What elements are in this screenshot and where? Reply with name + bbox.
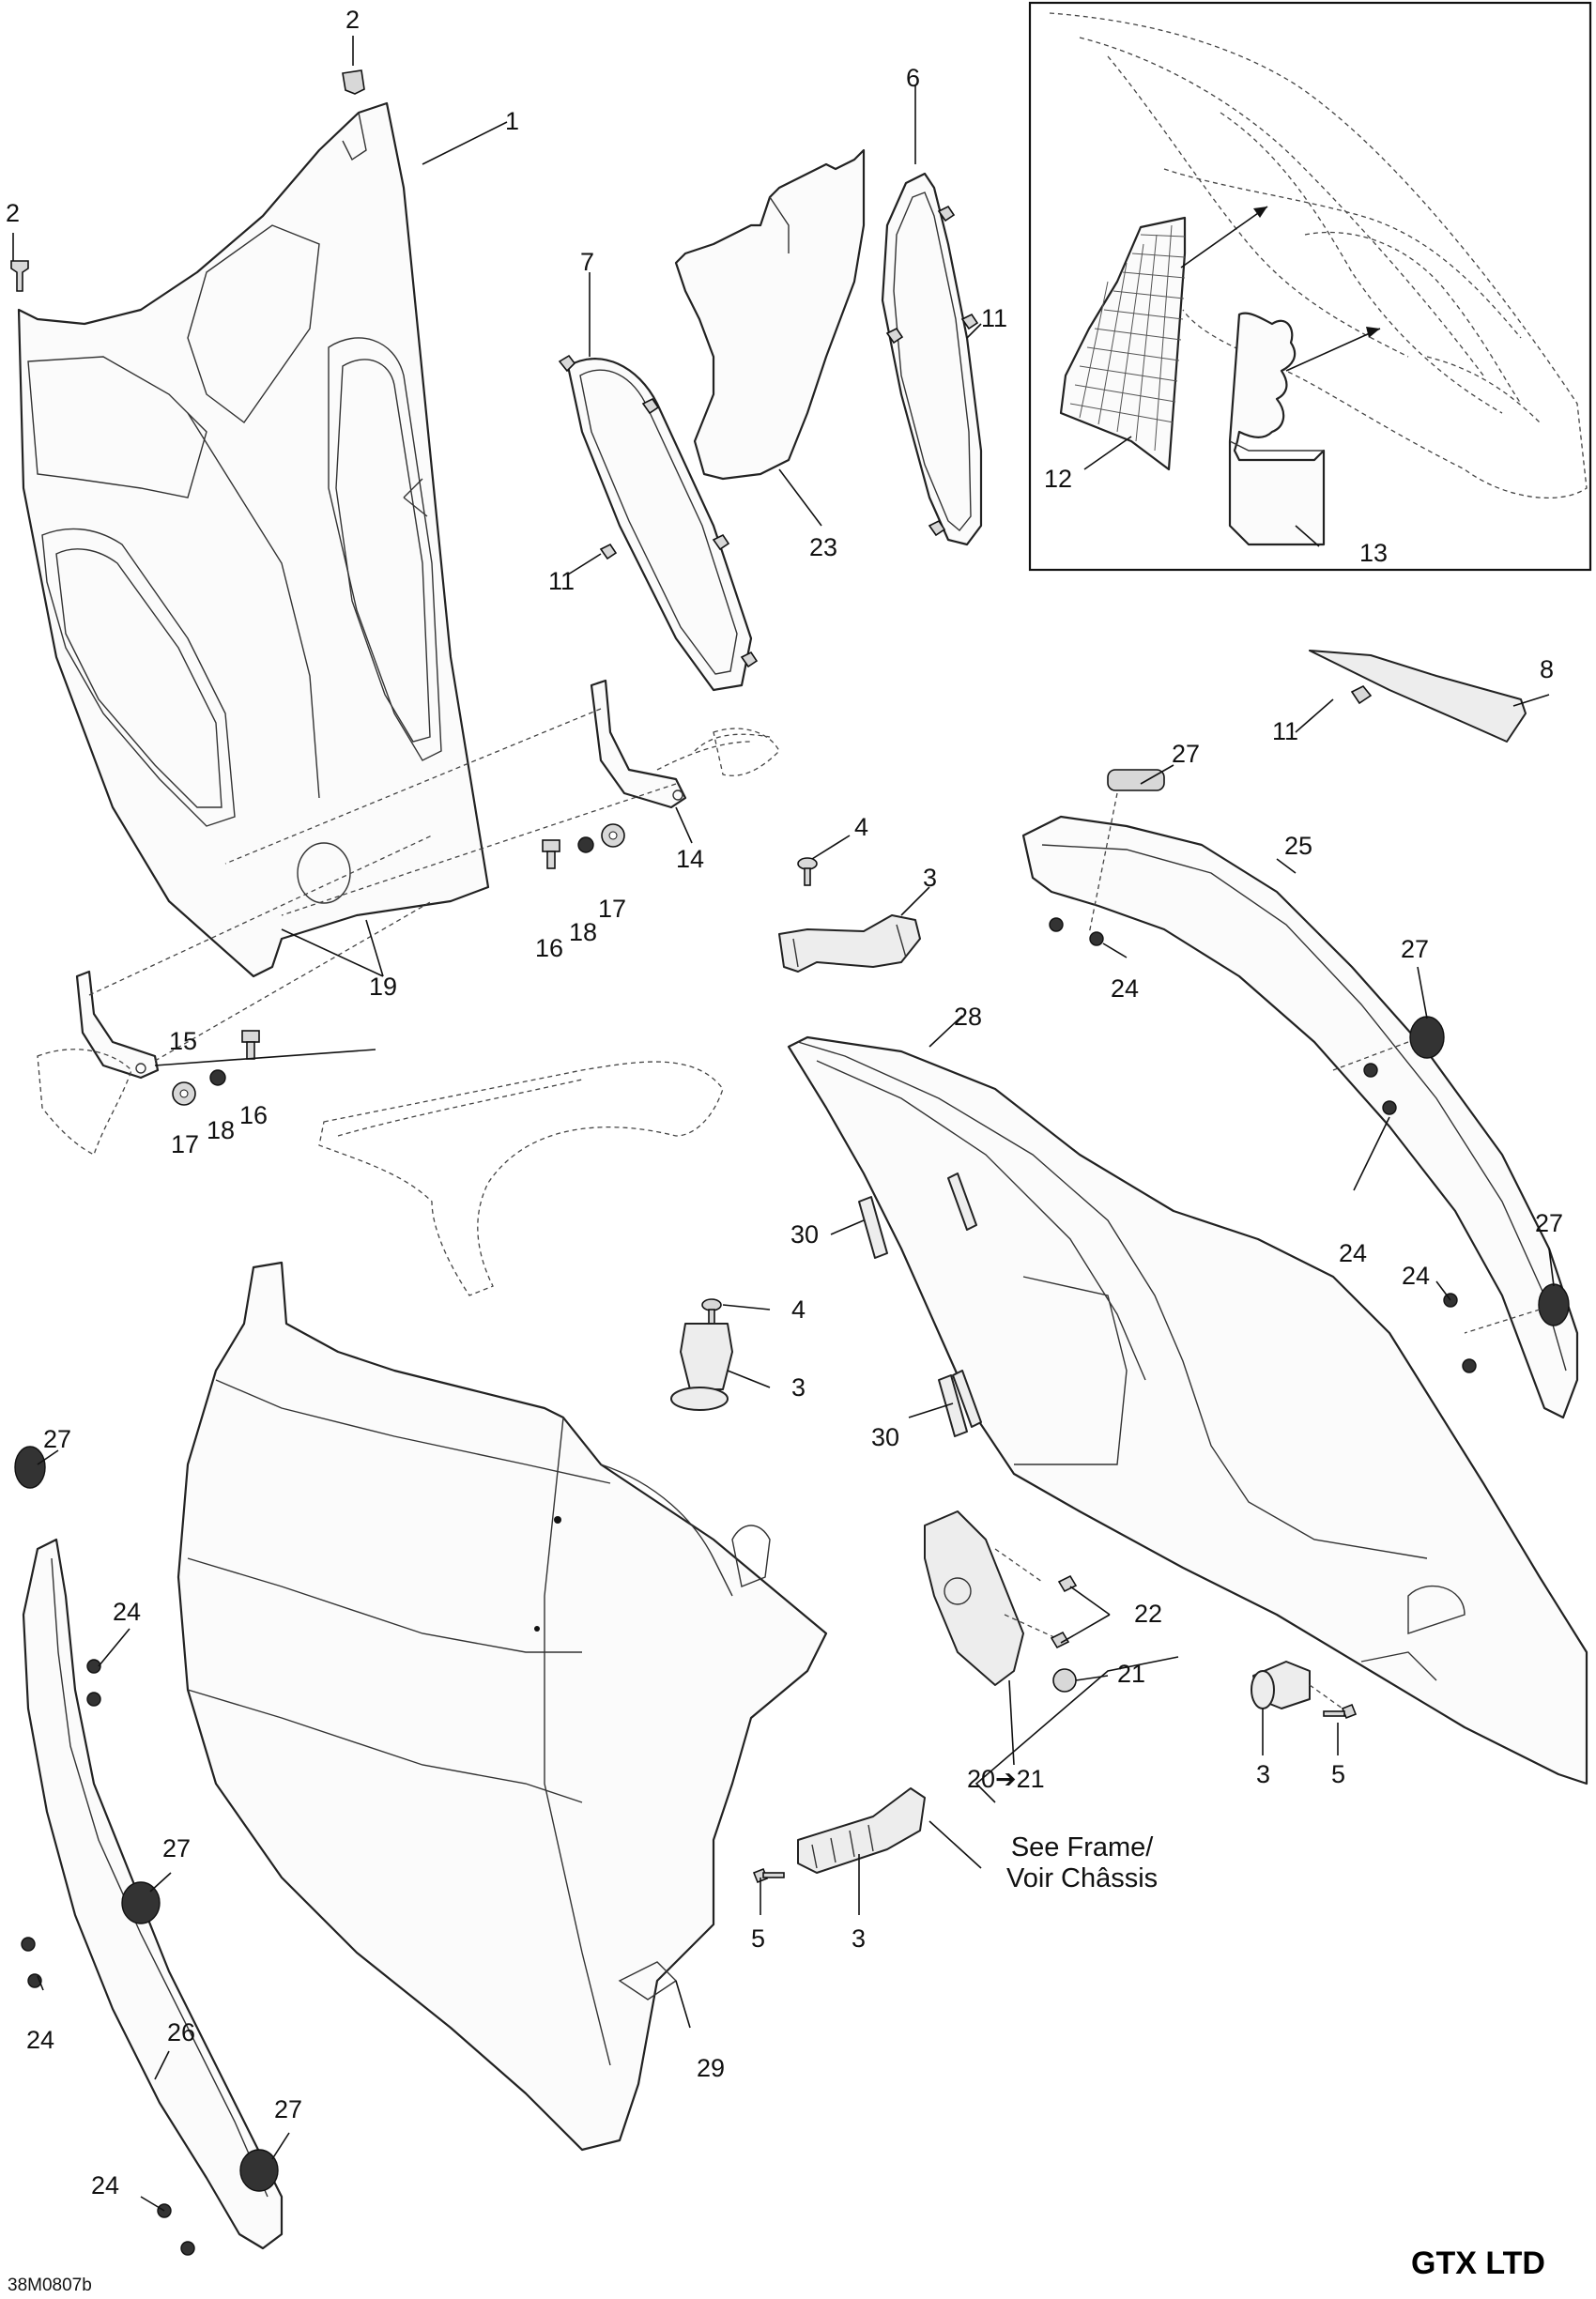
duct-3-upper (778, 914, 921, 973)
callout-11-c: 11 (1272, 717, 1299, 745)
callout-6: 6 (906, 64, 921, 92)
side-panel-28 (787, 1035, 1588, 1786)
callout-5-right: 5 (1331, 1760, 1346, 1788)
callout-5-bottom: 5 (751, 1924, 766, 1953)
bracket-14 (590, 679, 687, 809)
bracket-20 (924, 1510, 1024, 1686)
callout-27-f: 27 (274, 2095, 303, 2123)
callout-1: 1 (505, 107, 520, 135)
callout-20-21: 20➔21 (967, 1765, 1045, 1793)
callout-3-upper: 3 (923, 864, 938, 892)
callout-4-upper: 4 (854, 813, 869, 841)
callout-24-c: 24 (1402, 1262, 1431, 1290)
callout-3-mid: 3 (791, 1373, 806, 1402)
clip-2-left (10, 260, 29, 292)
callout-2-top: 2 (345, 6, 361, 34)
vent-grille-6 (881, 172, 983, 546)
bracket-15 (75, 970, 160, 1080)
callout-24-e: 24 (26, 2026, 55, 2054)
clip-2-top (342, 69, 365, 95)
mesh-insert-12 (1059, 216, 1187, 471)
callout-29: 29 (697, 2054, 726, 2082)
callout-24-b: 24 (1339, 1239, 1368, 1267)
hardware-16-17-18-lower (172, 1030, 260, 1106)
grommet-3-right (1251, 1661, 1311, 1709)
strip-30-upper (858, 1196, 888, 1259)
fastener-4-mid (701, 1298, 722, 1326)
callout-24-f: 24 (91, 2171, 120, 2199)
callout-16-lower: 16 (239, 1101, 269, 1129)
see-frame-line2: Voir Châssis (1006, 1863, 1159, 1894)
foam-block-13 (1228, 312, 1326, 546)
see-frame-note: See Frame/ Voir Châssis (1006, 1832, 1158, 1895)
callout-23: 23 (809, 533, 838, 561)
see-frame-line1: See Frame/ (1010, 1832, 1154, 1862)
callout-30-upper: 30 (790, 1220, 820, 1249)
callout-11-a: 11 (981, 304, 1008, 332)
frame-reference-dashed (37, 728, 780, 1296)
callout-21: 21 (1117, 1660, 1146, 1688)
callout-leaders (12, 36, 1555, 2212)
callout-28: 28 (954, 1003, 983, 1031)
callout-3-bottom: 3 (852, 1924, 867, 1953)
callout-25: 25 (1284, 832, 1313, 860)
callout-30-lower: 30 (871, 1423, 900, 1451)
strip-30-lower (938, 1374, 968, 1437)
callout-4-mid: 4 (791, 1295, 806, 1324)
callout-14: 14 (676, 845, 705, 873)
side-rail-25 (1021, 769, 1579, 1419)
callout-8: 8 (1540, 655, 1555, 683)
callout-16-upper: 16 (535, 934, 564, 962)
reference-code: 38M0807b (8, 2276, 92, 2295)
callout-27-b: 27 (1401, 935, 1430, 963)
nut-21 (1052, 1668, 1077, 1693)
vent-grille-7 (558, 354, 759, 692)
inset-detail-box (1028, 1, 1592, 572)
callout-27-e: 27 (162, 1834, 192, 1862)
callout-12: 12 (1044, 465, 1073, 493)
callout-2-left: 2 (6, 199, 21, 227)
callout-15: 15 (169, 1027, 198, 1055)
screw-5-bottom (752, 1867, 785, 1884)
side-panel-29 (176, 1261, 828, 2152)
callout-27-d: 27 (43, 1425, 72, 1453)
callout-11-b: 11 (548, 567, 575, 595)
callout-24-d: 24 (113, 1598, 142, 1626)
callout-27-c: 27 (1535, 1209, 1564, 1237)
grommet-3-bottom (797, 1787, 926, 1874)
grommet-3-mid (670, 1323, 733, 1411)
callout-17-upper: 17 (598, 895, 627, 923)
callout-24-a: 24 (1111, 974, 1140, 1003)
screw-5-right (1323, 1703, 1358, 1720)
callout-27-a: 27 (1172, 740, 1201, 768)
callout-26: 26 (167, 2018, 196, 2046)
trim-piece-8 (1309, 650, 1527, 743)
callout-18-upper: 18 (569, 918, 598, 946)
foam-panel-23 (674, 148, 866, 481)
hood-panel-1 (17, 101, 490, 978)
callout-7: 7 (580, 248, 595, 276)
callout-13: 13 (1359, 539, 1389, 567)
hardware-16-17-18-upper (542, 823, 625, 869)
callout-3-right: 3 (1256, 1760, 1271, 1788)
side-rail-26 (14, 1446, 284, 2250)
callout-17-lower: 17 (171, 1130, 200, 1158)
callout-18-lower: 18 (207, 1116, 236, 1144)
fastener-4-upper (797, 857, 818, 886)
model-label: GTX LTD (1411, 2245, 1545, 2281)
callout-19: 19 (369, 973, 398, 1001)
callout-22: 22 (1134, 1600, 1163, 1628)
